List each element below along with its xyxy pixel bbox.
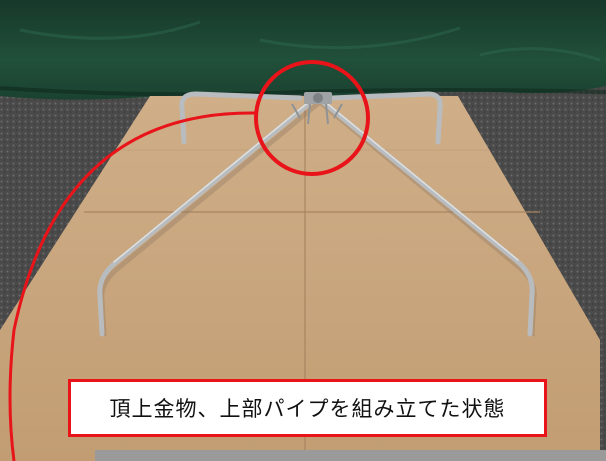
- pipe-frame: [97, 91, 535, 337]
- pipe-left-front: [97, 95, 319, 337]
- caption-box: 頂上金物、上部パイプを組み立てた状態: [68, 379, 547, 437]
- caption-text: 頂上金物、上部パイプを組み立てた状態: [109, 397, 506, 421]
- pipe-right-front: [315, 95, 535, 337]
- pipe-left-back: [179, 91, 303, 145]
- highlight-arc: [8, 111, 257, 461]
- cardboard-floor: [0, 96, 600, 461]
- green-tarp: [0, 0, 606, 100]
- pipe-right-back: [329, 91, 443, 145]
- top-fitting: [291, 92, 343, 125]
- fitting-highlight-circle: [254, 60, 370, 176]
